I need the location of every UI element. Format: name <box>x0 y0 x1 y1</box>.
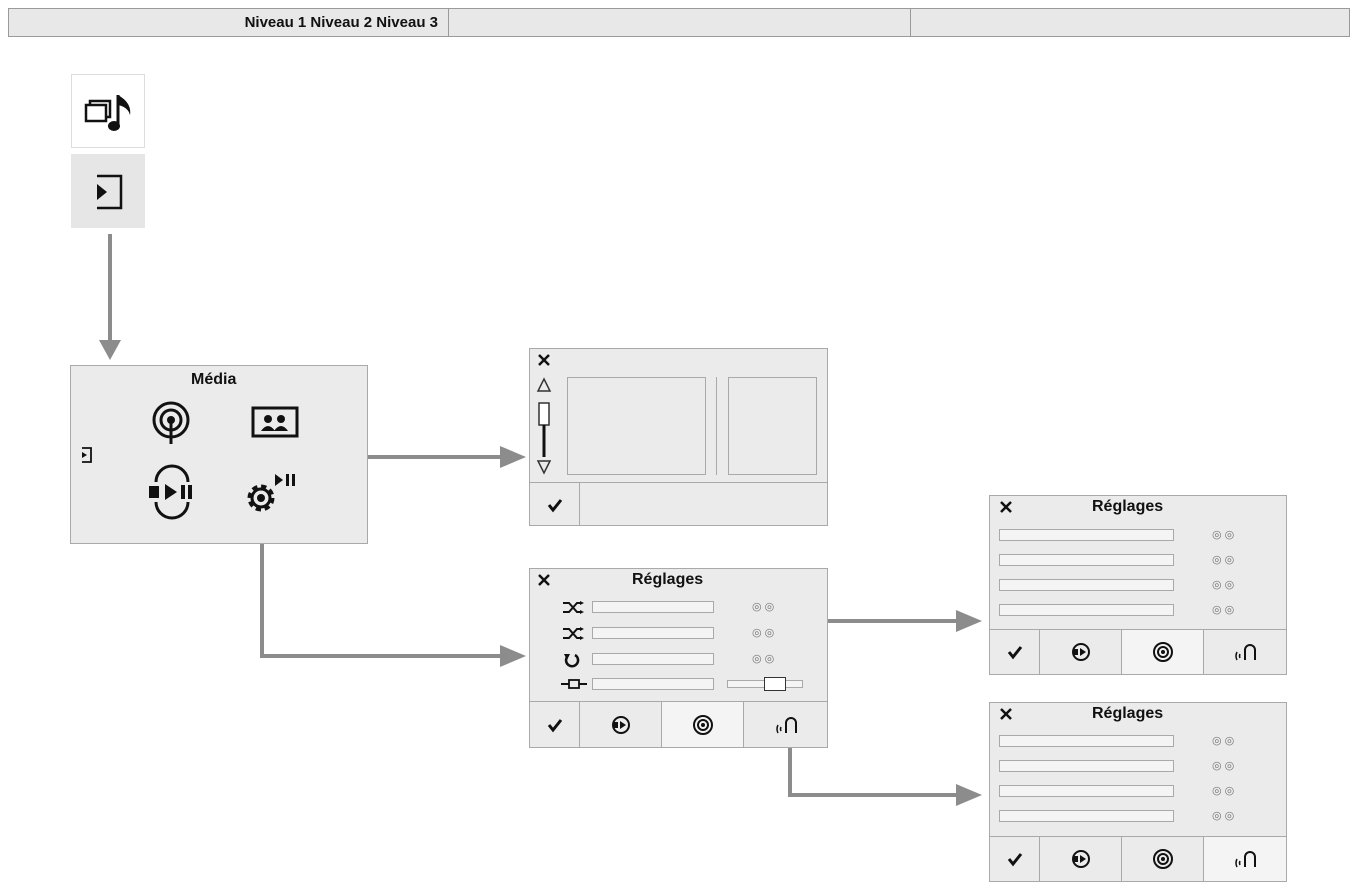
aux-jack-icon <box>561 679 587 689</box>
settings-tab-row <box>990 629 1286 674</box>
shuffle-bar[interactable] <box>592 627 714 639</box>
settings-screen-voice: Réglages ◎◎ ◎◎ ◎◎ ◎◎ <box>989 702 1287 882</box>
close-icon[interactable] <box>538 574 550 586</box>
voice-icon <box>1235 851 1256 868</box>
settings-gear-icon[interactable] <box>245 470 305 518</box>
voice-icon <box>775 716 797 733</box>
confirm-button[interactable] <box>990 837 1040 881</box>
settings-row-toggle[interactable]: ◎◎ <box>1212 529 1238 541</box>
media-player-icon <box>611 715 630 734</box>
checkmark-icon <box>1007 646 1022 660</box>
shuffle-all-bar[interactable] <box>592 601 714 613</box>
settings-row-bar[interactable] <box>999 579 1174 591</box>
settings-screen-radio: Réglages ◎◎ ◎◎ ◎◎ ◎◎ <box>989 495 1287 675</box>
settings-tab-row <box>990 836 1286 881</box>
scrollbar[interactable] <box>536 377 552 477</box>
settings-row-toggle[interactable]: ◎◎ <box>1212 810 1238 822</box>
media-player-icon <box>1071 643 1090 661</box>
repeat-bar[interactable] <box>592 653 714 665</box>
scroll-thumb <box>538 402 550 426</box>
aux-bar[interactable] <box>592 678 714 690</box>
source-small-icon[interactable] <box>77 445 97 465</box>
settings-row-bar[interactable] <box>999 760 1174 772</box>
settings-row-bar[interactable] <box>999 604 1174 616</box>
repeat-toggle[interactable]: ◎◎ <box>752 653 778 665</box>
settings-row-bar[interactable] <box>999 785 1174 797</box>
scroll-up-icon <box>536 377 552 392</box>
close-icon[interactable] <box>1000 501 1012 513</box>
settings-screen: Réglages ◎◎ ◎◎ ◎◎ <box>529 568 828 748</box>
tab-radio[interactable] <box>662 702 744 747</box>
photos-icon[interactable] <box>251 406 299 438</box>
tab-media-player[interactable] <box>580 702 662 747</box>
settings-row-bar[interactable] <box>999 554 1174 566</box>
tab-voice[interactable] <box>1204 837 1286 881</box>
confirm-button[interactable] <box>530 702 580 747</box>
tab-media-player[interactable] <box>1040 837 1122 881</box>
media-apps-icon <box>84 95 131 131</box>
levels-header-bar: Niveau 1 Niveau 2 Niveau 3 <box>8 8 1350 37</box>
radio-antenna-icon <box>692 714 713 735</box>
tab-radio[interactable] <box>1122 837 1204 881</box>
confirm-button[interactable] <box>990 630 1040 674</box>
tab-voice[interactable] <box>1204 630 1286 674</box>
checkmark-icon <box>547 498 562 512</box>
radio-antenna-icon <box>1152 642 1173 662</box>
list-divider <box>716 377 717 475</box>
list-panel[interactable] <box>567 377 706 475</box>
settings-title: Réglages <box>632 571 704 588</box>
settings-row-bar[interactable] <box>999 810 1174 822</box>
tab-radio[interactable] <box>1122 630 1204 674</box>
tab-voice[interactable] <box>744 702 827 747</box>
settings-row-toggle[interactable]: ◎◎ <box>1212 604 1238 616</box>
level-header-cell-2 <box>449 9 911 36</box>
level-header-cell-1: Niveau 1 Niveau 2 Niveau 3 <box>9 9 449 36</box>
detail-panel <box>728 377 817 475</box>
shuffle-icon <box>563 627 584 640</box>
checkmark-icon <box>547 718 562 732</box>
source-tile[interactable] <box>71 154 145 228</box>
media-player-icon <box>1071 850 1090 868</box>
settings-row-toggle[interactable]: ◎◎ <box>1212 579 1238 591</box>
list-screen-bottom-line <box>580 482 827 483</box>
repeat-icon <box>564 653 580 668</box>
settings-title: Réglages <box>1092 705 1164 722</box>
media-player-icon[interactable] <box>146 464 198 520</box>
settings-title: Réglages <box>1092 498 1164 515</box>
confirm-button[interactable] <box>530 482 580 526</box>
settings-tab-row <box>530 701 827 747</box>
aux-slider-thumb[interactable] <box>764 677 786 691</box>
settings-row-toggle[interactable]: ◎◎ <box>1212 735 1238 747</box>
close-icon[interactable] <box>538 354 550 366</box>
close-icon[interactable] <box>1000 708 1012 720</box>
arrow-voice-to-settings <box>788 742 956 797</box>
tab-media-player[interactable] <box>1040 630 1122 674</box>
arrow-gear-to-settings <box>260 518 500 658</box>
radio-antenna-icon[interactable] <box>151 400 191 444</box>
settings-row-toggle[interactable]: ◎◎ <box>1212 785 1238 797</box>
media-list-screen <box>529 348 828 526</box>
levels-label: Niveau 1 Niveau 2 Niveau 3 <box>244 14 438 31</box>
settings-row-bar[interactable] <box>999 529 1174 541</box>
scroll-down-icon <box>536 460 552 475</box>
shuffle-toggle[interactable]: ◎◎ <box>752 627 778 639</box>
settings-row-toggle[interactable]: ◎◎ <box>1212 554 1238 566</box>
voice-icon <box>1235 644 1256 661</box>
settings-row-toggle[interactable]: ◎◎ <box>1212 760 1238 772</box>
radio-antenna-icon <box>1152 849 1173 869</box>
checkmark-icon <box>1007 853 1022 867</box>
media-apps-tile[interactable] <box>71 74 145 148</box>
settings-row-bar[interactable] <box>999 735 1174 747</box>
source-input-icon <box>97 174 123 210</box>
shuffle-all-toggle[interactable]: ◎◎ <box>752 601 778 613</box>
shuffle-all-icon <box>563 601 584 614</box>
media-title: Média <box>191 371 237 388</box>
media-screen: Média <box>70 365 368 544</box>
